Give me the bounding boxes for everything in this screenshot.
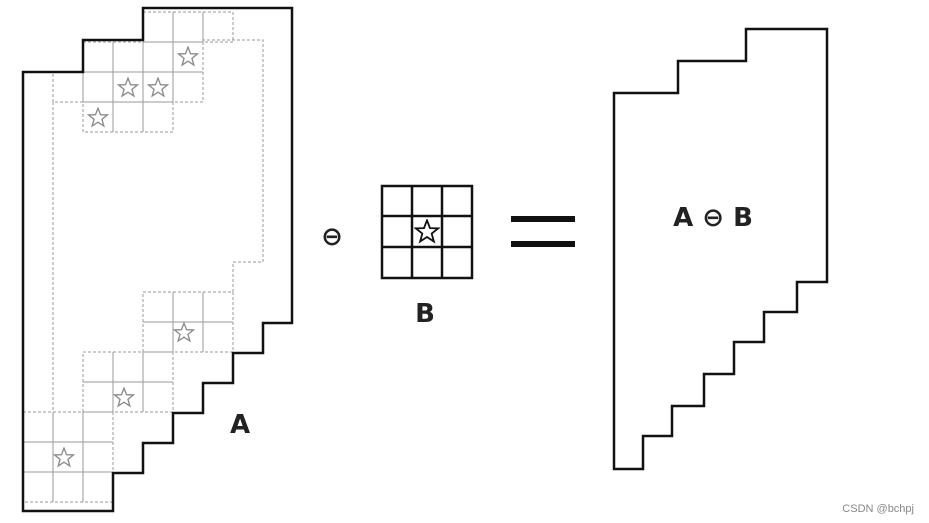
star-icon bbox=[53, 447, 75, 467]
set-a-star-markers bbox=[53, 46, 199, 467]
set-a bbox=[21, 6, 294, 513]
label-a: A bbox=[230, 410, 250, 440]
star-icon bbox=[147, 77, 169, 97]
star-icon bbox=[173, 322, 195, 342]
star-icon bbox=[177, 46, 199, 66]
equals-sign bbox=[511, 216, 575, 247]
star-icon bbox=[113, 387, 135, 407]
result-label: A ⊖ B bbox=[673, 203, 753, 233]
set-a-outline bbox=[21, 6, 294, 513]
star-icon bbox=[414, 219, 440, 243]
star-icon bbox=[117, 77, 139, 97]
watermark: CSDN @bchpj bbox=[842, 503, 914, 515]
result-shape bbox=[612, 27, 829, 471]
structuring-element-b bbox=[380, 184, 474, 280]
erosion-operator: ⊖ bbox=[321, 222, 343, 252]
label-b: B bbox=[415, 299, 435, 329]
star-icon bbox=[87, 107, 109, 127]
set-a-dashed-grid bbox=[22, 11, 264, 503]
